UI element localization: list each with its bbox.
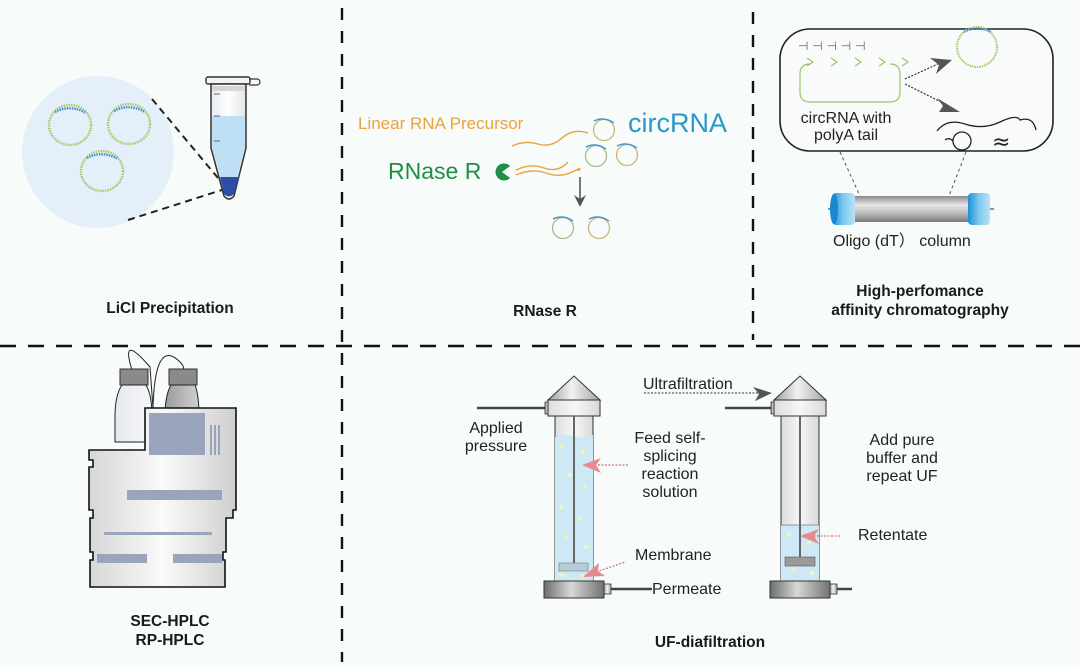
ultrafiltration-arrow [644, 387, 772, 401]
circrna-label: circRNA [628, 108, 727, 138]
circrna-ring [615, 143, 639, 167]
rnase-r-label: RNase R [388, 158, 482, 184]
hplc-panel-bar [97, 554, 147, 563]
retentate-label: Retentate [858, 527, 928, 544]
zoom-guide-line [127, 189, 223, 221]
panel-title-rnase-r: RNase R [513, 303, 577, 320]
panel-title-affinity: High-perfomance affinity chromatography [750, 282, 1080, 320]
hplc-display-screen [149, 413, 205, 455]
arrow-to-linear [904, 83, 960, 112]
add-buffer-line1: Add pure [869, 432, 935, 449]
permeate-label: Permeate [652, 581, 722, 598]
add-buffer-line2: buffer and [866, 450, 938, 467]
linear-rna-strand [515, 168, 581, 176]
approx-glyph: ≈ [992, 130, 1010, 155]
arrow-to-circrna [904, 58, 952, 80]
circrna-polya-label-line1: circRNA with [800, 110, 892, 127]
feed-solution-line1: Feed self- [634, 430, 706, 447]
zoom-guide-line [839, 151, 861, 197]
solvent-tubing [128, 349, 185, 409]
circrna-ring [584, 144, 608, 168]
membrane-disc [558, 562, 589, 572]
poly-t-glyphs: ⊣ ⊣ ⊣ ⊣ ⊣ [798, 39, 866, 53]
panel-title-uf: UF-diafiltration [654, 634, 766, 651]
linear-byproducts-icon [936, 116, 1037, 151]
feed-solution-line3: reaction [641, 466, 699, 483]
panel-title-hplc-line2: RP-HPLC [135, 632, 205, 649]
red-arrow-retentate [800, 529, 840, 544]
oligo-dt-column-icon [828, 193, 994, 225]
ultrafiltration-label: Ultrafiltration [643, 376, 733, 393]
membrane-disc [784, 556, 816, 567]
applied-pressure-line1: Applied [469, 420, 523, 437]
magnified-view-circle [22, 76, 174, 228]
linear-rna-precursor-label: Linear RNA Precursor [358, 114, 524, 133]
panel-title-licl: LiCl Precipitation [106, 300, 234, 317]
hplc-panel-bar [173, 554, 222, 563]
zoom-guide-line [948, 151, 967, 197]
red-arrow-membrane [583, 561, 626, 577]
hplc-panel-bar [104, 532, 212, 535]
panel-title-affinity-line1: High-perfomance [856, 283, 984, 300]
feed-solution-line4: solution [642, 484, 698, 501]
microcentrifuge-tube-icon [205, 76, 261, 200]
circrna-ring [551, 216, 575, 240]
applied-pressure-line2: pressure [464, 438, 528, 455]
linear-rna-strand [515, 161, 569, 171]
feed-solution-line2: splicing [643, 448, 697, 465]
poly-a-tails [806, 57, 910, 67]
circrna-ring [587, 216, 611, 240]
rnase-r-enzyme-icon [495, 163, 510, 181]
circrna-ring [47, 103, 93, 147]
rnase-r-illustration [495, 118, 639, 240]
uf-diafiltration-illustration [477, 375, 852, 599]
feed-solution-label: Feed self- splicing reaction solution [620, 430, 720, 502]
circrna-ring [79, 149, 125, 193]
red-arrow-feed [582, 458, 628, 473]
hplc-instrument-icon [88, 349, 237, 588]
panel-title-hplc-line1: SEC-HPLC [130, 613, 210, 630]
licl-illustration [22, 76, 261, 228]
linear-rna-strand [511, 130, 589, 147]
applied-pressure-label: Applied pressure [456, 420, 536, 456]
membrane-label: Membrane [635, 547, 712, 564]
uf-cell-feed [477, 375, 652, 599]
add-buffer-line3: repeat UF [866, 468, 938, 485]
panel-title-hplc: SEC-HPLC RP-HPLC [0, 612, 340, 650]
hplc-panel-bar [127, 490, 222, 500]
linear-rna-strands [511, 130, 589, 176]
circrna-ring [106, 102, 152, 146]
circrna-ring [592, 118, 616, 142]
uf-cell-retentate [725, 375, 852, 599]
oligo-dt-column-label: Oligo (dT） column [833, 233, 971, 250]
down-arrow-icon [574, 177, 586, 207]
binding-schematic-box [779, 28, 1054, 152]
affinity-illustration: ⊣ ⊣ ⊣ ⊣ ⊣ ≈ [779, 25, 1054, 225]
circrna-small-group [551, 118, 639, 240]
purified-circrna-icon [955, 25, 999, 69]
circrna-polya-label: circRNA with polyA tail [776, 110, 916, 144]
zoom-guide-line [151, 98, 219, 179]
solvent-bottle [114, 368, 153, 443]
circrna-polya-label-line2: polyA tail [813, 127, 879, 144]
circrna-with-polya [799, 63, 901, 103]
panel-title-affinity-line2: affinity chromatography [831, 302, 1009, 319]
add-buffer-label: Add pure buffer and repeat UF [852, 432, 952, 486]
